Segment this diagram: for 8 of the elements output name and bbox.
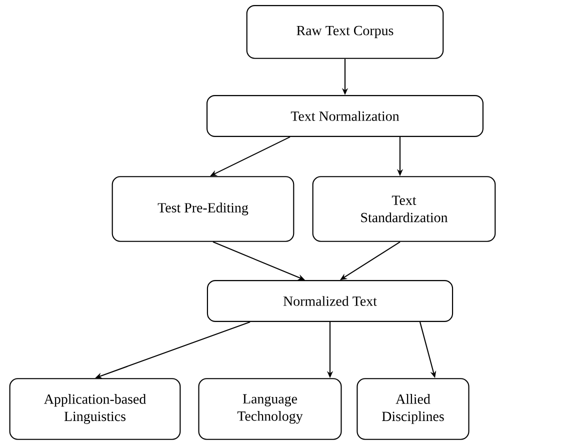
process-box: Raw Text Corpus	[246, 5, 444, 59]
process-box: Test Pre-Editing	[112, 176, 294, 242]
process-box: Text Normalization	[206, 95, 484, 137]
process-box: Language Technology	[198, 378, 342, 440]
process-box: Text Standardization	[312, 176, 496, 242]
process-box: Normalized Text	[206, 280, 454, 322]
process-box: Allied Disciplines	[356, 378, 470, 440]
process-box: Application-based Linguistics	[9, 378, 181, 440]
